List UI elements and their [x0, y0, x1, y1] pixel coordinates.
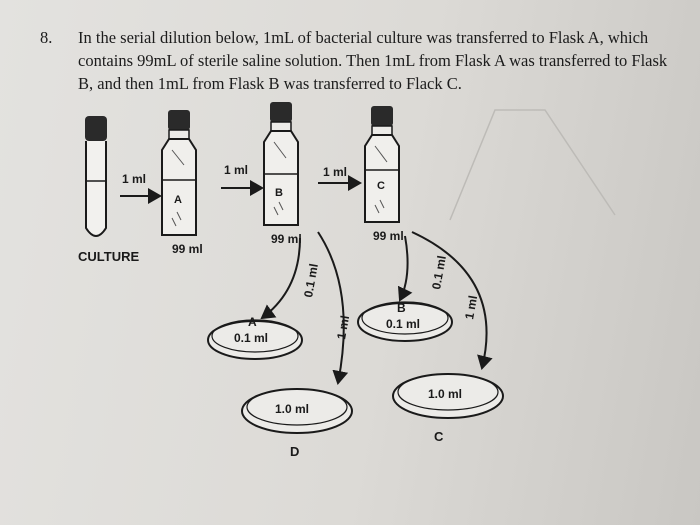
pour-arrow-c-to-plate-b	[397, 235, 413, 302]
flask-c-volume: 99 ml	[373, 229, 404, 243]
flask-b-volume: 99 ml	[271, 232, 302, 246]
plate-c-volume: 1.0 ml	[428, 387, 462, 401]
plate-d-letter: D	[290, 444, 299, 459]
flask-a-volume: 99 ml	[172, 242, 203, 256]
pour-arrow-b-to-plate-d	[317, 231, 349, 385]
question-block: 8. In the serial dilution below, 1mL of …	[40, 26, 680, 95]
flask-a	[161, 110, 197, 236]
flask-c-letter: C	[377, 180, 385, 192]
plate-c-letter: C	[434, 429, 444, 444]
pour-label-2: 1 ml	[334, 314, 352, 340]
flask-b	[263, 102, 299, 226]
transfer-label-1: 1 ml	[122, 172, 146, 186]
question-number: 8.	[40, 28, 53, 47]
pour-label-1: 0.1 ml	[301, 263, 321, 299]
faint-background-trapezoid	[449, 109, 616, 221]
question-text: In the serial dilution below, 1mL of bac…	[78, 28, 668, 93]
petri-plate-c	[392, 373, 504, 419]
petri-plate-a	[207, 319, 303, 360]
plate-b-letter: B	[397, 301, 406, 315]
pour-label-3: 0.1 ml	[429, 255, 449, 291]
plate-b-volume: 0.1 ml	[386, 317, 420, 331]
petri-plate-b	[357, 301, 453, 342]
petri-plate-d	[241, 388, 353, 434]
culture-tube	[85, 116, 107, 237]
pour-label-4: 1 ml	[462, 294, 480, 320]
plate-d-volume: 1.0 ml	[275, 402, 309, 416]
transfer-label-2: 1 ml	[224, 163, 248, 177]
plate-a-volume: 0.1 ml	[234, 331, 268, 345]
pour-arrow-c-to-plate-c	[411, 231, 493, 370]
transfer-label-3: 1 ml	[323, 165, 347, 179]
culture-label: CULTURE	[78, 249, 139, 264]
flask-b-letter: B	[275, 187, 283, 199]
pour-arrow-b-to-plate-a	[260, 237, 301, 320]
flask-c	[364, 106, 400, 223]
flask-a-letter: A	[174, 194, 182, 206]
plate-a-letter: A	[248, 315, 257, 329]
